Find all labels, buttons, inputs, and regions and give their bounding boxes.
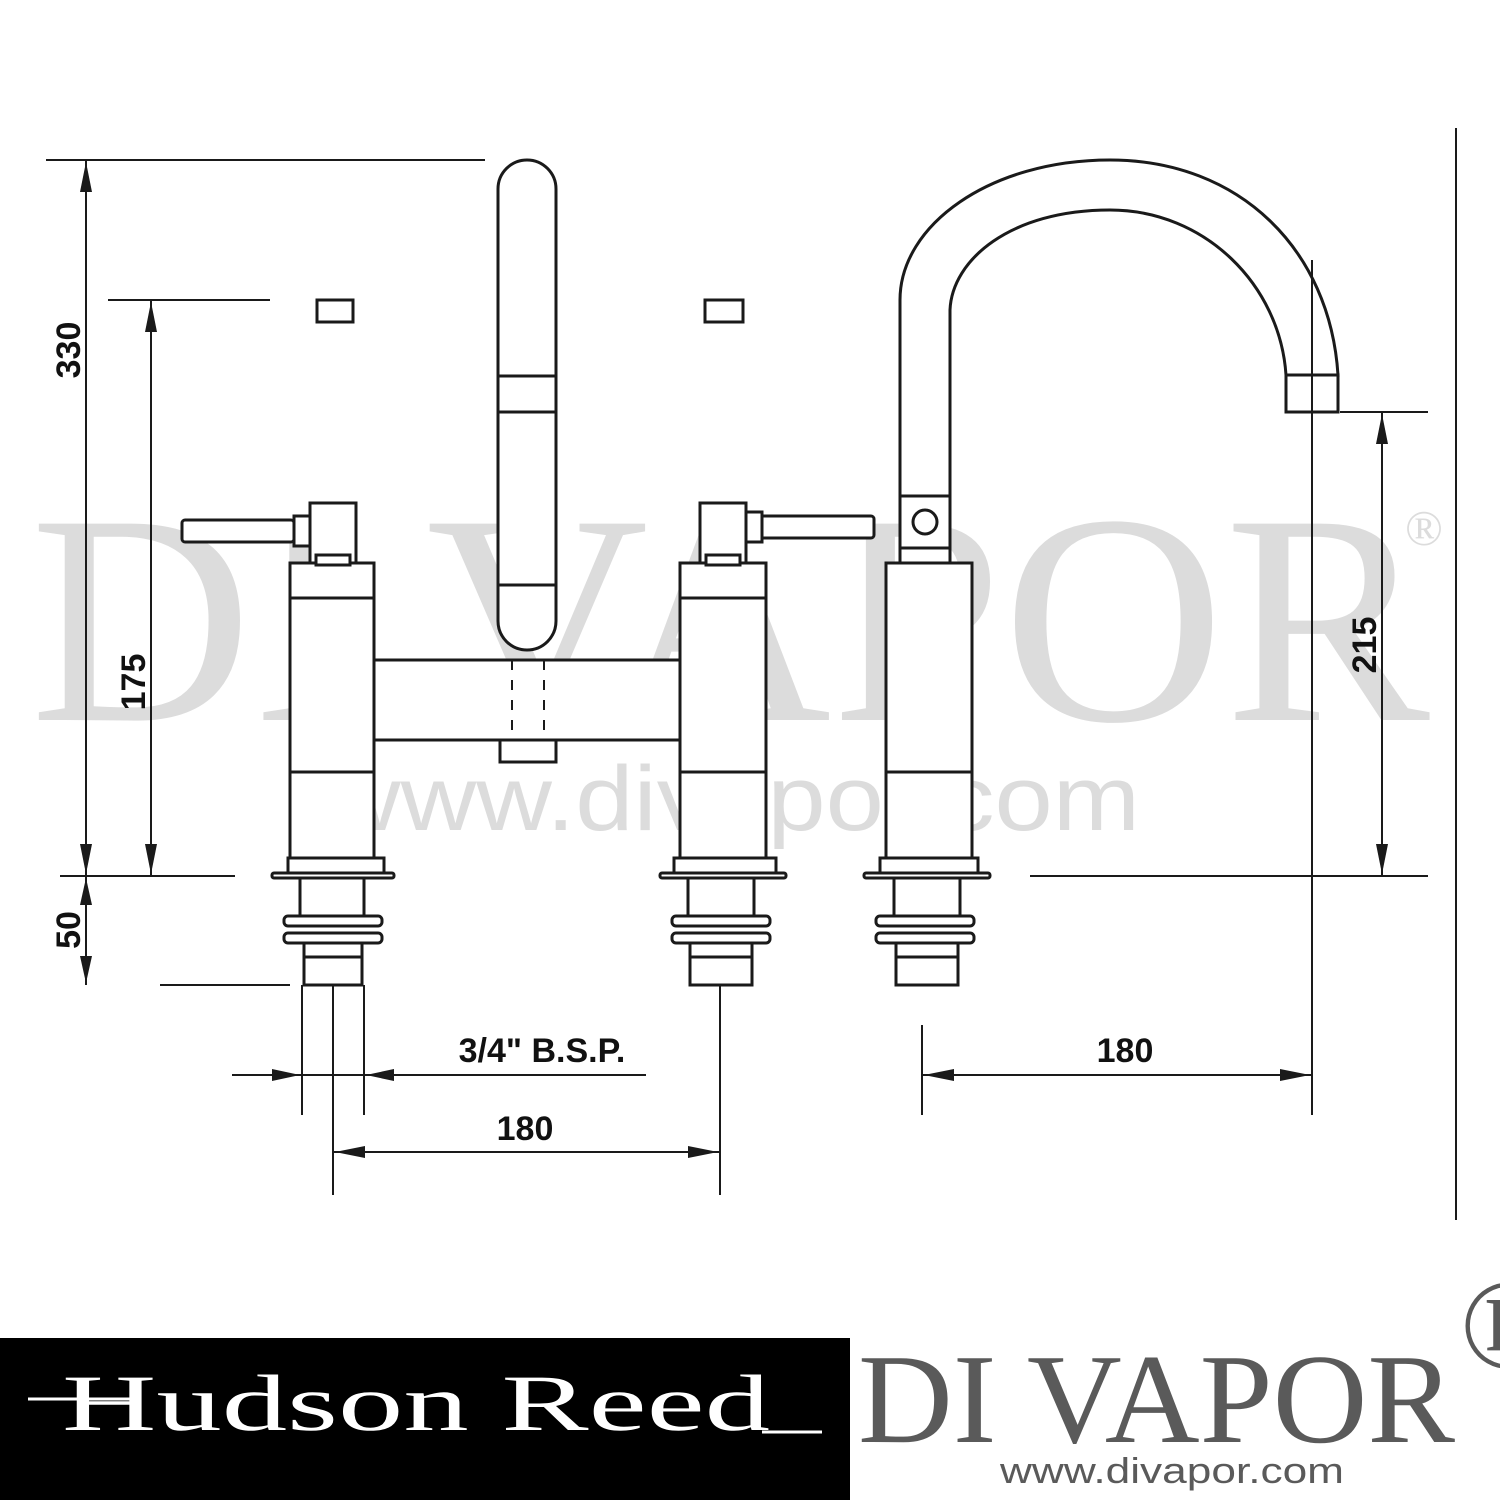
watermark-registered: ®	[1405, 500, 1443, 556]
dim-label-spout-reach: 180	[1097, 1032, 1154, 1070]
di-vapor-logo-text: DI VAPOR	[858, 1328, 1456, 1470]
dim-label-shank: 50	[50, 911, 88, 949]
di-vapor-url: www.divapor.com	[999, 1450, 1344, 1491]
reference-lines	[46, 128, 1457, 1220]
dimension-labels: 330 175 50 215 3/4" B.S.P. 180 180	[50, 322, 1384, 1148]
dim-label-centres: 180	[497, 1110, 554, 1148]
diverter-outlet	[498, 738, 558, 764]
bridge-pipe	[353, 658, 710, 742]
tap-drawing	[180, 158, 1340, 987]
hudson-reed-logo: Hudson Reed	[0, 1338, 850, 1500]
dim-label-connection: 3/4" B.S.P.	[459, 1032, 626, 1070]
right-valve	[658, 298, 876, 987]
dim-label-overall-height: 330	[50, 322, 88, 379]
left-valve	[180, 298, 396, 987]
dimension-lines	[80, 160, 1388, 1158]
di-vapor-logo: DI VAPOR ® www.divapor.com	[858, 1254, 1500, 1491]
spout	[862, 158, 1340, 987]
di-vapor-registered: ®	[1460, 1254, 1500, 1396]
dim-label-spout-height: 215	[1346, 617, 1384, 674]
handshower	[496, 158, 558, 652]
hudson-reed-logo-text: Hudson Reed	[62, 1360, 770, 1448]
dim-label-lever-height: 175	[115, 654, 153, 711]
